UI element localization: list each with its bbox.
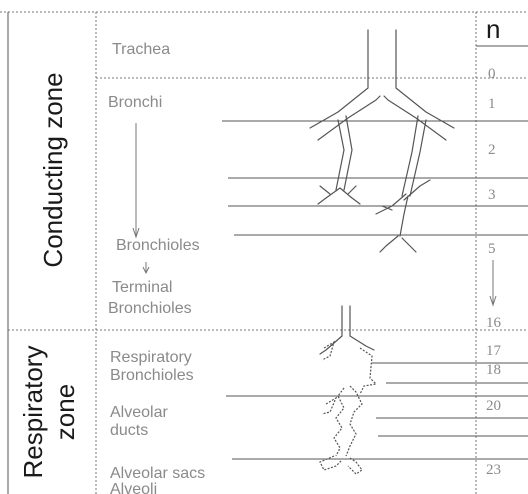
alveolar-sacs-label: Alveolar sacs (110, 465, 205, 482)
terminal-bronchioles-label-1: Terminal (112, 279, 172, 296)
respiratory-tree (320, 306, 376, 474)
respiratory-bronchioles-label-2: Bronchioles (110, 367, 194, 384)
bronchioles-label: Bronchioles (116, 237, 200, 254)
generation-number: 5 (488, 241, 496, 257)
trachea-label: Trachea (112, 41, 170, 58)
generation-number: 3 (488, 187, 496, 203)
generation-number: 18 (486, 362, 501, 378)
terminal-bronchioles-label-2: Bronchioles (108, 300, 192, 317)
bronchial-tree (310, 30, 454, 252)
generation-number: 16 (486, 315, 502, 331)
n-column-header: n (486, 14, 500, 44)
generation-rules (222, 121, 528, 459)
conducting-zone-label: Conducting zone (38, 72, 68, 267)
alveoli-label: Alveoli (110, 481, 157, 494)
generation-number: 20 (486, 398, 501, 414)
alveolar-ducts-label-2: ducts (110, 422, 148, 439)
generation-5-to-16-arrow (490, 260, 496, 305)
bronchi-to-bronchioles-arrow (133, 123, 139, 237)
generation-number: 23 (486, 462, 501, 478)
generation-numbers: 0 1 2 3 5 16 17 18 20 23 (486, 66, 502, 478)
respiratory-zone-label-line2: zone (50, 384, 80, 440)
generation-number: 0 (488, 66, 496, 82)
generation-number: 17 (486, 343, 502, 359)
bronchi-label: Bronchi (108, 94, 162, 111)
alveolar-ducts-label-1: Alveolar (110, 404, 168, 421)
respiratory-bronchioles-label-1: Respiratory (110, 349, 192, 366)
generation-number: 1 (488, 96, 496, 112)
respiratory-zone-label-line1: Respiratory (18, 346, 48, 479)
generation-number: 2 (488, 142, 496, 158)
bronchioles-to-terminal-arrow (143, 262, 149, 273)
